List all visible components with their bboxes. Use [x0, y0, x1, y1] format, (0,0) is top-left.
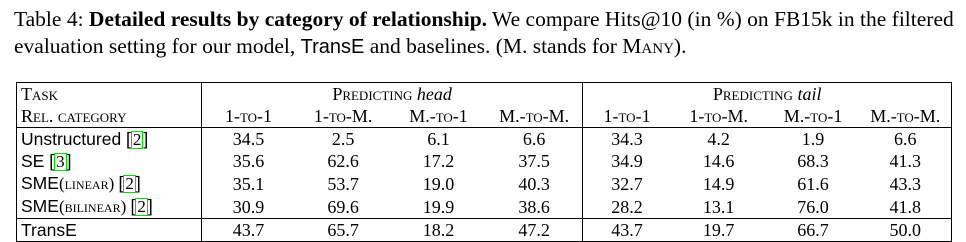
value-cell: 62.6 [327, 151, 359, 171]
value-cell: 30.9 [232, 196, 265, 217]
caption-text-3: ). [673, 34, 687, 58]
value-cell: 28.2 [611, 196, 643, 217]
method-name: SE [21, 151, 50, 171]
value-cell: 6.6 [859, 127, 953, 150]
column-header: M.-to-1 [409, 106, 468, 126]
value-cell: 34.5 [201, 127, 296, 150]
table-caption: Table 4: Detailed results by category of… [14, 6, 954, 61]
value-cell: 6.6 [485, 127, 584, 150]
value-cell: 2.5 [295, 127, 392, 150]
column-header: 1-to-1 [603, 106, 651, 126]
table-row: SME(bilinear) [2] 30.9 69.6 19.9 38.6 28.2 13.… [16, 195, 953, 219]
value-cell: 14.9 [702, 173, 735, 194]
value-cell: 38.6 [485, 195, 584, 219]
results-table: Task Predicting head Predicting tail Rel… [16, 82, 953, 242]
method-name: SME [21, 196, 59, 216]
method-name: Unstructured [21, 129, 127, 149]
value-cell: 18.2 [391, 218, 486, 242]
caption-text-2: and baselines. (M. stands for [369, 34, 617, 58]
caption-text-1: We compare Hits@10 (in %) on FB15k in th… [14, 7, 954, 58]
column-header: M.-to-M. [859, 105, 953, 128]
table-row: SME(linear) [2] 35.1 53.7 19.0 40.3 32.7 14.9 6… [16, 172, 953, 195]
value-cell: 34.9 [611, 151, 643, 171]
value-cell: 6.1 [391, 127, 486, 150]
value-cell: 40.3 [485, 172, 584, 195]
method-name: SME [21, 173, 59, 193]
method-name-cell: SME(bilinear) [2] [16, 195, 202, 219]
method-name-cell: SE [3] [16, 150, 202, 172]
citation-link[interactable]: 2 [135, 197, 148, 216]
method-name-cell: SME(linear) [2] [16, 172, 202, 195]
value-cell: 37.5 [485, 150, 584, 172]
value-cell: 69.6 [327, 196, 359, 217]
value-cell: 32.7 [611, 173, 643, 194]
value-cell: 17.2 [422, 151, 455, 171]
value-cell: 76.0 [797, 196, 829, 217]
value-cell: 1.9 [766, 127, 860, 150]
rel-category-header: Rel. category [16, 105, 202, 128]
value-cell: 43.3 [859, 172, 953, 195]
value-cell: 19.9 [422, 196, 455, 217]
method-variant: (linear) [58, 174, 119, 193]
caption-label: Table 4: [14, 7, 84, 31]
value-cell: 4.2 [670, 127, 767, 150]
caption-many-word: Many [622, 34, 674, 58]
value-cell: 50.0 [859, 218, 953, 242]
method-name: TransE [21, 220, 77, 240]
caption-title: Detailed results by category of relation… [88, 7, 488, 31]
caption-model-name: TransE [300, 36, 365, 58]
value-cell: 47.2 [485, 218, 584, 242]
value-cell: 68.3 [797, 151, 829, 171]
header-row-task: Task Predicting head Predicting tail [16, 82, 952, 105]
value-cell: 53.7 [327, 173, 359, 194]
value-cell: 43.7 [201, 218, 296, 242]
predicting-tail-header: Predicting tail [582, 82, 952, 105]
value-cell: 43.7 [582, 218, 671, 242]
task-header: Task [16, 82, 202, 105]
value-cell: 61.6 [797, 173, 829, 194]
value-cell: 65.7 [295, 218, 392, 242]
method-name-cell: TransE [16, 218, 202, 242]
method-variant: (bilinear) [58, 197, 131, 216]
value-cell: 35.1 [232, 173, 265, 194]
citation-link[interactable]: 2 [130, 130, 144, 149]
value-cell: 41.8 [859, 195, 953, 219]
value-cell: 14.6 [702, 151, 735, 171]
value-cell: 41.3 [859, 150, 953, 172]
table-row: SE [3] 35.6 62.6 17.2 37.5 34.9 14.6 68.3 41.3 [16, 150, 953, 172]
header-row-category: Rel. category 1-to-1 1-to-M. M.-to-1 M.-… [16, 105, 953, 128]
value-cell: 13.1 [702, 196, 735, 217]
citation-link[interactable]: 2 [123, 174, 136, 193]
method-name-cell: Unstructured [2] [16, 127, 202, 150]
value-cell: 19.0 [422, 173, 455, 194]
value-cell: 35.6 [232, 151, 265, 171]
value-cell: 66.7 [766, 218, 860, 242]
predicting-head-header: Predicting head [201, 82, 584, 105]
column-header: M.-to-1 [783, 106, 843, 126]
column-header: 1-to-M. [313, 106, 373, 126]
column-header: M.-to-M. [485, 105, 584, 128]
value-cell: 34.3 [582, 127, 671, 150]
column-header: 1-to-M. [689, 106, 748, 126]
citation-link[interactable]: 3 [54, 152, 67, 171]
column-header: 1-to-1 [224, 106, 273, 126]
value-cell: 19.7 [670, 218, 767, 242]
